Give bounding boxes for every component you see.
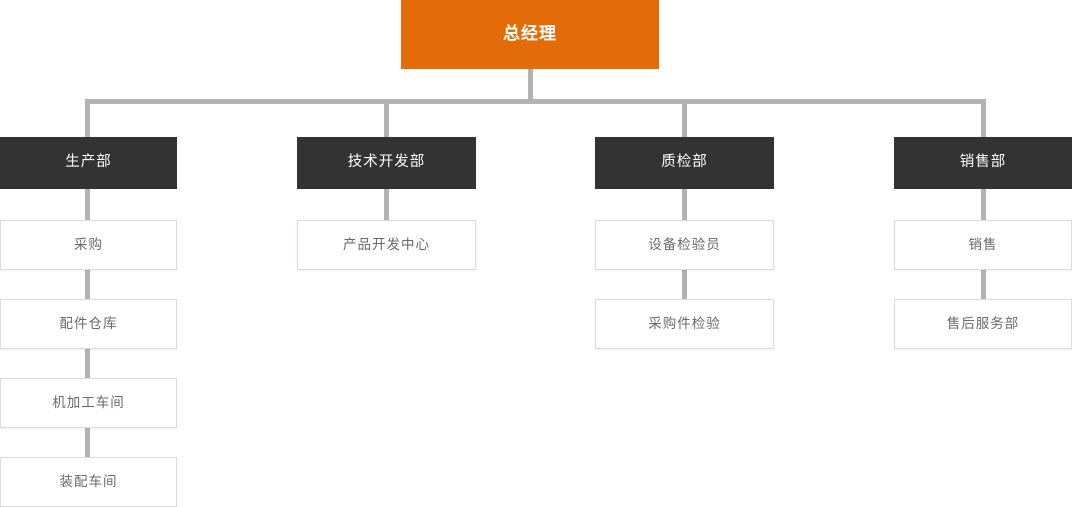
node-unit-3-2-label: 采购件检验: [648, 315, 721, 331]
connector-stack-1: [85, 189, 90, 220]
connector-drop-3: [682, 99, 687, 137]
node-unit-4-2-label: 售后服务部: [946, 315, 1020, 331]
connector-stack-5: [384, 189, 389, 220]
node-unit-4-2[interactable]: 售后服务部: [894, 299, 1072, 349]
node-unit-1-2[interactable]: 配件仓库: [0, 299, 177, 349]
connector-stack-4: [85, 428, 90, 457]
connector-stack-9: [981, 270, 986, 299]
node-unit-4-1-label: 销售: [968, 236, 998, 252]
connector-root-stem: [528, 69, 533, 102]
node-unit-1-1-label: 采购: [74, 236, 103, 252]
node-unit-1-2-label: 配件仓库: [59, 315, 118, 331]
node-department-1-label: 生产部: [65, 154, 112, 171]
node-unit-4-1[interactable]: 销售: [894, 220, 1072, 270]
connector-drop-2: [384, 99, 389, 137]
node-unit-3-2[interactable]: 采购件检验: [595, 299, 774, 349]
connector-drop-4: [981, 99, 986, 137]
connector-stack-3: [85, 349, 90, 378]
node-general-manager[interactable]: 总经理: [401, 0, 659, 69]
node-department-2-label: 技术开发部: [347, 154, 426, 171]
node-department-3-label: 质检部: [661, 154, 708, 171]
connector-stack-7: [682, 270, 687, 299]
connector-stack-6: [682, 189, 687, 220]
connector-horizontal-bus: [85, 99, 986, 104]
node-unit-1-4[interactable]: 装配车间: [0, 457, 177, 507]
node-unit-2-1-label: 产品开发中心: [343, 236, 430, 252]
node-unit-1-3-label: 机加工车间: [52, 394, 125, 410]
connector-stack-2: [85, 270, 90, 299]
node-department-4[interactable]: 销售部: [894, 137, 1072, 189]
node-department-4-label: 销售部: [959, 154, 1007, 171]
connector-stack-8: [981, 189, 986, 220]
node-unit-1-3[interactable]: 机加工车间: [0, 378, 177, 428]
node-unit-2-1[interactable]: 产品开发中心: [297, 220, 476, 270]
node-department-3[interactable]: 质检部: [595, 137, 774, 189]
connector-drop-1: [85, 99, 90, 137]
node-general-manager-label: 总经理: [503, 24, 557, 44]
node-unit-1-1[interactable]: 采购: [0, 220, 177, 270]
node-unit-1-4-label: 装配车间: [59, 473, 118, 489]
node-department-1[interactable]: 生产部: [0, 137, 177, 189]
node-department-2[interactable]: 技术开发部: [297, 137, 476, 189]
node-unit-3-1-label: 设备检验员: [648, 236, 721, 252]
node-unit-3-1[interactable]: 设备检验员: [595, 220, 774, 270]
